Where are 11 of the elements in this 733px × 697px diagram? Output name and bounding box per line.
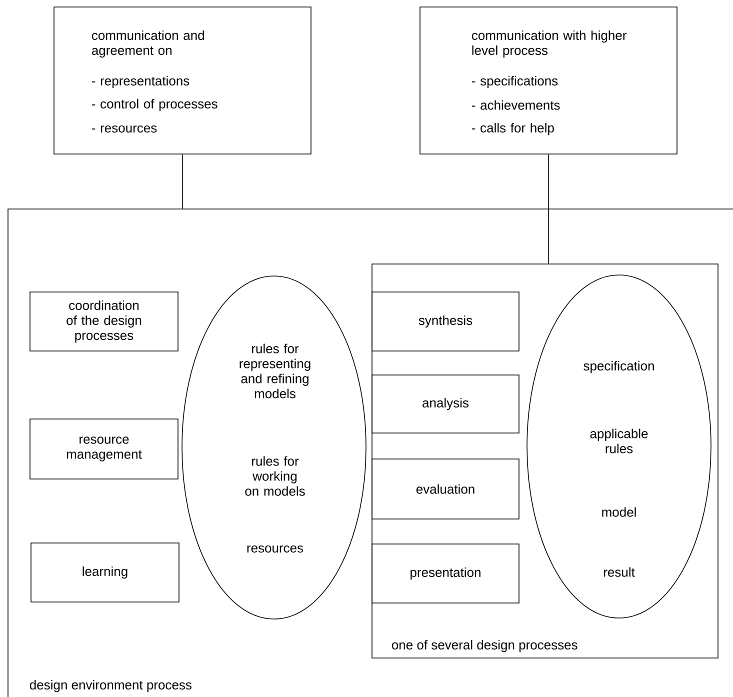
process-box: analysis [372,374,520,434]
process-box: evaluation [372,458,520,520]
connector-line [548,154,549,264]
note-box: communication with higher level process - specifications - achievements - calls for help [420,6,678,154]
process-box: presentation [372,544,520,604]
process-box: resource management [30,418,178,480]
process-box: coordination of the design processes [30,292,178,352]
note-box: communication and agreement on - representations - control of processes - resources [54,6,312,154]
process-box: synthesis [372,292,520,352]
connector-line [182,154,183,209]
process-box: learning [30,542,180,602]
